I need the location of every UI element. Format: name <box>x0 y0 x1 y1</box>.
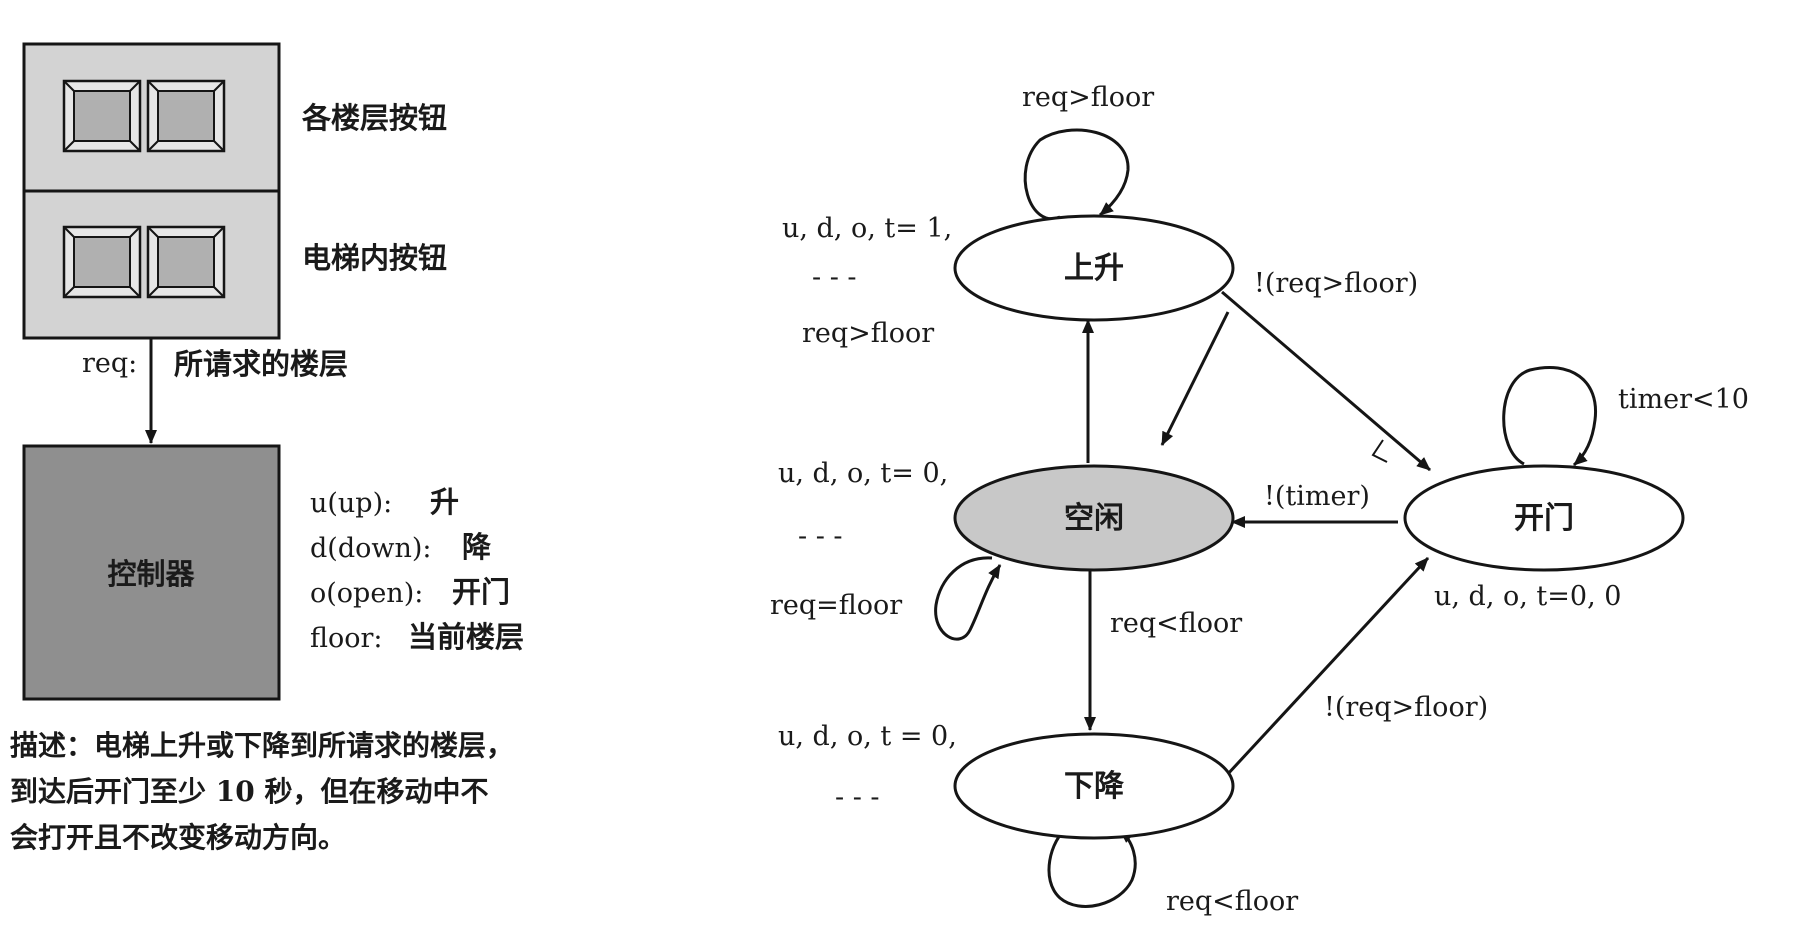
transition-label: !(timer) <box>1264 481 1370 512</box>
idle-self-loop <box>934 556 1002 641</box>
transition-label: timer<10 <box>1618 384 1749 415</box>
floor-button[interactable] <box>62 79 142 153</box>
state-up[interactable] <box>953 214 1235 322</box>
state-idle-label: 空闲 <box>1064 501 1124 536</box>
idle-output-dashes: - - - <box>798 521 843 552</box>
req-prefix: req: <box>82 348 137 379</box>
req-label: 所请求的楼层 <box>174 347 348 381</box>
description-line: 会打开且不改变移动方向。 <box>10 821 346 854</box>
output-meaning: 开门 <box>452 575 510 609</box>
controller-box <box>22 444 281 701</box>
idle-output-condition: req=floor <box>770 590 902 621</box>
down-output-dashes: - - - <box>835 782 880 813</box>
floor-button[interactable] <box>146 79 226 153</box>
state-down-label: 下降 <box>1064 769 1125 804</box>
state-open-label: 开门 <box>1514 501 1574 536</box>
open-output-line: u, d, o, t=0, 0 <box>1434 581 1621 612</box>
output-meaning: 当前楼层 <box>408 620 524 654</box>
transition-label: !(req>floor) <box>1324 692 1488 723</box>
arc-mark <box>1371 439 1388 463</box>
output-meaning: 降 <box>462 530 492 564</box>
state-open[interactable] <box>1403 464 1685 572</box>
output-meaning: 升 <box>430 485 459 519</box>
state-idle[interactable] <box>953 464 1235 572</box>
up-output-condition: req>floor <box>802 318 934 349</box>
state-down[interactable] <box>953 732 1235 840</box>
output-signals: u(up): 升 d(down): 降 o(open): 开门 floor: 当… <box>310 485 524 654</box>
transition-label: req<floor <box>1166 886 1298 917</box>
description: 描述：电梯上升或下降到所请求的楼层， 到达后开门至少 10 秒，但在移动中不 会… <box>10 729 514 854</box>
up-output-line: u, d, o, t= 1, <box>782 213 952 244</box>
output-code: d(down): <box>310 533 432 564</box>
up-to-idle-arrow <box>1160 311 1230 446</box>
idle-output-line: u, d, o, t= 0, <box>778 458 948 489</box>
elevator-button[interactable] <box>62 225 142 299</box>
output-code: floor: <box>310 623 383 654</box>
transition-label: req<floor <box>1110 608 1242 639</box>
down-to-open-arrow <box>1224 556 1430 778</box>
up-self-loop <box>1023 128 1130 221</box>
elevator-button[interactable] <box>146 225 226 299</box>
state-up-label: 上升 <box>1064 251 1124 286</box>
open-self-loop <box>1502 365 1598 467</box>
output-code: o(open): <box>310 578 423 609</box>
controller-label: 控制器 <box>107 557 195 591</box>
elevator-buttons-label: 电梯内按钮 <box>302 241 447 275</box>
description-line: 到达后开门至少 10 秒，但在移动中不 <box>10 775 488 808</box>
transition-label: !(req>floor) <box>1254 268 1418 299</box>
transition-label: req>floor <box>1022 82 1154 113</box>
button-panel <box>22 42 281 340</box>
down-output-line: u, d, o, t = 0, <box>778 721 957 752</box>
output-code: u(up): <box>310 488 392 519</box>
description-line: 描述：电梯上升或下降到所请求的楼层， <box>10 729 514 762</box>
up-output-dashes: - - - <box>812 262 857 293</box>
up-to-open-arrow <box>1221 290 1431 472</box>
down-self-loop <box>1047 825 1137 908</box>
floor-buttons-label: 各楼层按钮 <box>301 101 447 135</box>
